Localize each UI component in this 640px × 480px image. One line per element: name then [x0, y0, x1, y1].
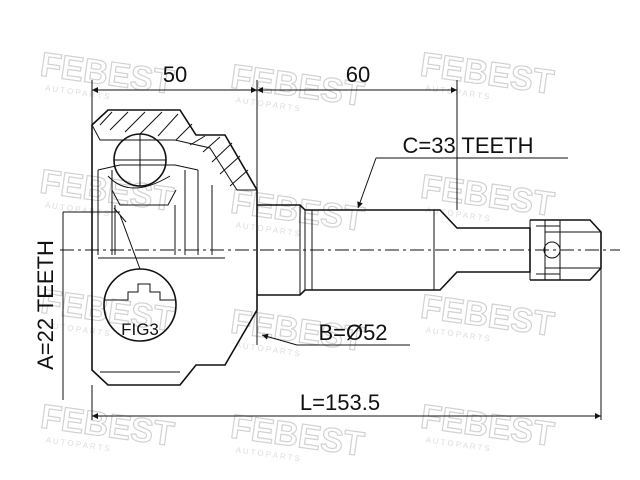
dimension-50-label: 50: [163, 62, 187, 87]
dimension-60: 60: [257, 62, 457, 93]
dimension-length: L=153.5: [92, 390, 601, 419]
diameter-label: B=Ø52: [318, 320, 387, 345]
fig3-detail: FIG3: [103, 207, 177, 342]
cv-joint-housing: [91, 109, 258, 386]
outer-spline-callout: C=33 TEETH: [357, 133, 568, 209]
dimension-60-label: 60: [346, 62, 370, 87]
dimension-50: 50: [92, 62, 257, 93]
inner-spline-teeth-label: A=22 TEETH: [33, 240, 58, 370]
length-label: L=153.5: [300, 390, 380, 415]
diameter-callout: B=Ø52: [261, 320, 410, 346]
inner-spline-callout: A=22 TEETH: [33, 211, 120, 400]
shaft: [257, 204, 602, 296]
fig3-label: FIG3: [121, 320, 159, 339]
outer-spline-teeth-label: C=33 TEETH: [402, 133, 533, 158]
ball-cage: [107, 133, 177, 255]
